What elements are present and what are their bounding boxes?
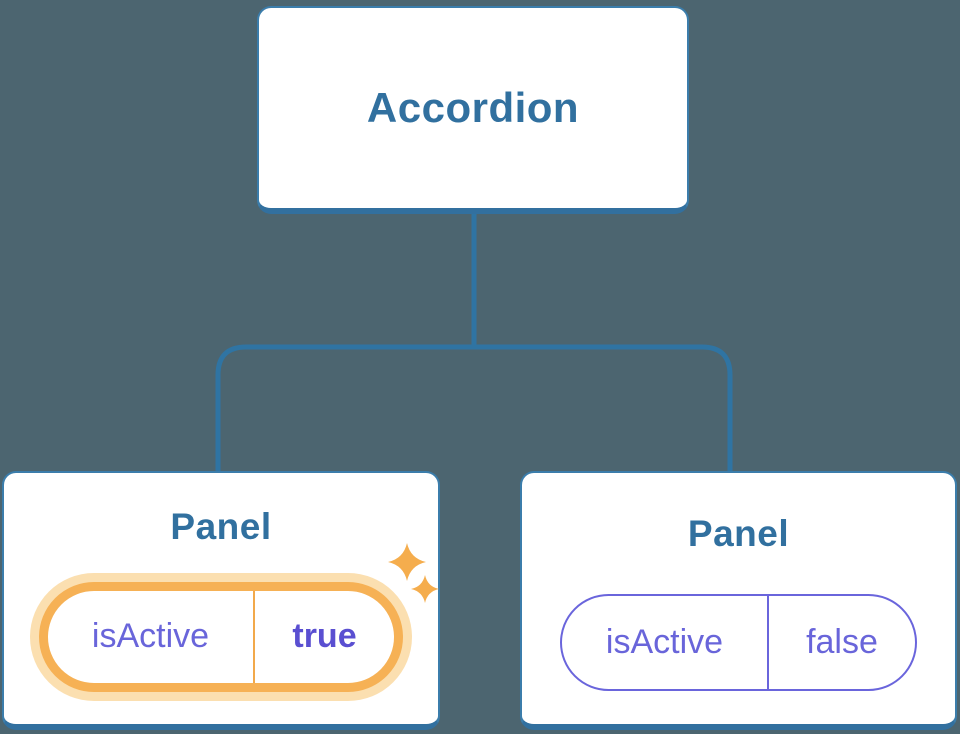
panel-node-label: Panel [170, 506, 272, 547]
panel-node-active: Panel isActive true [2, 471, 440, 730]
sparkles-icon [388, 543, 439, 603]
state-value-label: false [806, 622, 878, 661]
state-pill-inactive: isActive false [560, 593, 917, 691]
accordion-node-label: Accordion [366, 84, 580, 131]
state-pill-active: isActive true [39, 581, 403, 692]
accordion-node: Accordion [257, 6, 689, 214]
state-key-label: isActive [91, 617, 210, 656]
state-key-label: isActive [605, 622, 724, 661]
panel-node-label: Panel [687, 513, 790, 554]
state-value-label: true [292, 617, 357, 656]
pill-divider [767, 595, 769, 689]
panel-node-inactive: Panel isActive false [520, 471, 957, 730]
pill-divider [253, 590, 255, 683]
